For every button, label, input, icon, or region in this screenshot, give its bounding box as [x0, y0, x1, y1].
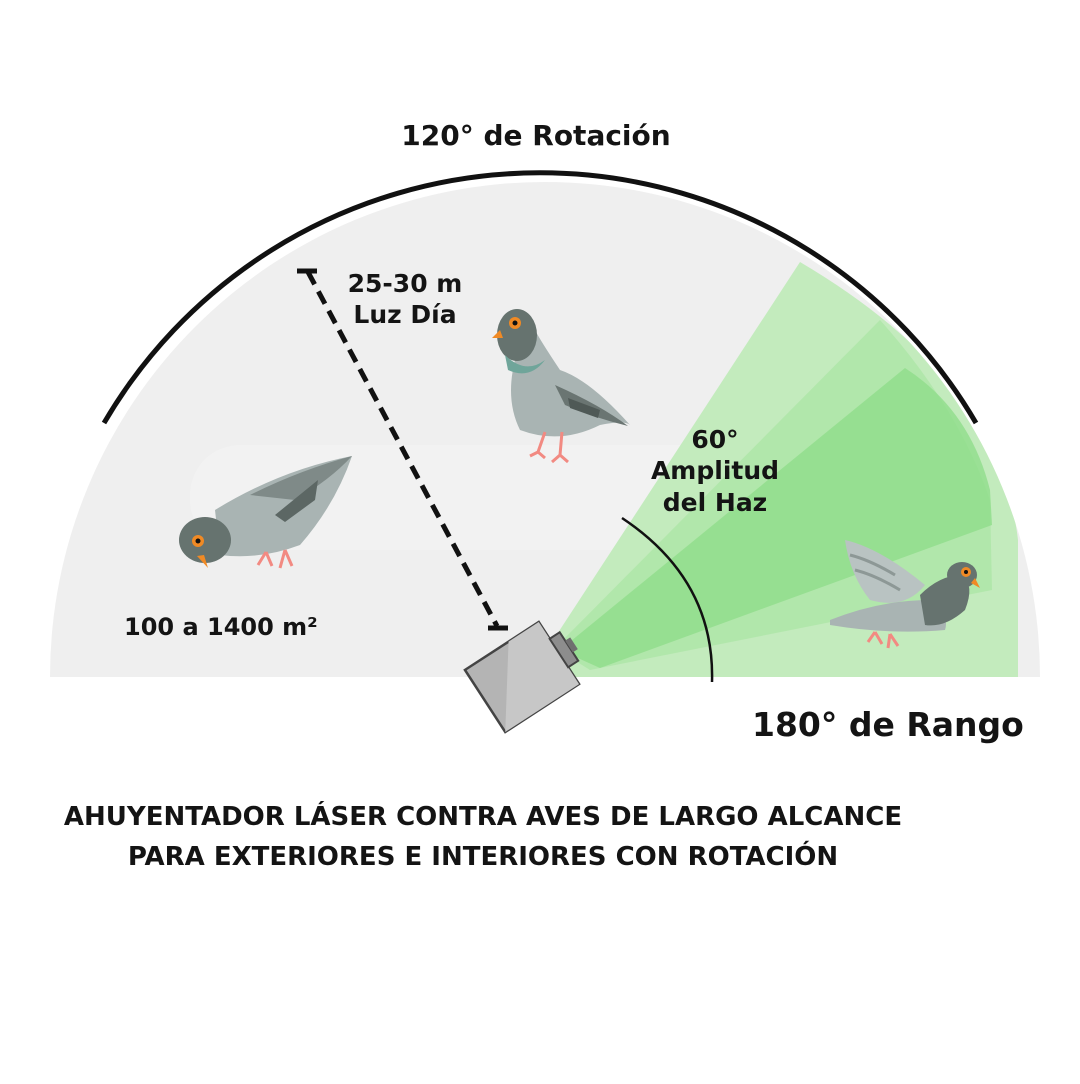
product-caption: AHUYENTADOR LÁSER CONTRA AVES DE LARGO A…: [0, 797, 966, 877]
rotation-arc: [101, 170, 979, 425]
laser-device-icon: [463, 620, 581, 734]
beam-angle-arc: [621, 516, 714, 683]
beam-amplitude-line1: Amplitud: [650, 456, 780, 486]
pigeon-flying-icon: [830, 540, 980, 649]
pigeon-standing-icon: [492, 309, 630, 464]
caption-line-2: PARA EXTERIORES E INTERIORES CON ROTACIÓ…: [127, 842, 839, 872]
distance-value: 25-30 m: [347, 269, 463, 298]
caption-line-1: AHUYENTADOR LÁSER CONTRA AVES DE LARGO A…: [63, 802, 903, 832]
pigeon-pecking-icon: [179, 456, 352, 569]
range-label: 180° de Rango: [752, 705, 1024, 744]
distance-indicator: [297, 268, 508, 631]
beam-core: [560, 368, 992, 668]
beam-amplitude-label: 60° Amplitud del Haz: [630, 424, 800, 518]
beam-angle-value: 60°: [691, 425, 739, 454]
distance-condition: Luz Día: [353, 300, 457, 330]
rotation-label: 120° de Rotación: [401, 119, 671, 152]
area-label: 100 a 1400 m²: [124, 613, 318, 641]
distance-label: 25-30 m Luz Día: [330, 268, 480, 331]
beam-amplitude-line2: del Haz: [662, 487, 768, 517]
